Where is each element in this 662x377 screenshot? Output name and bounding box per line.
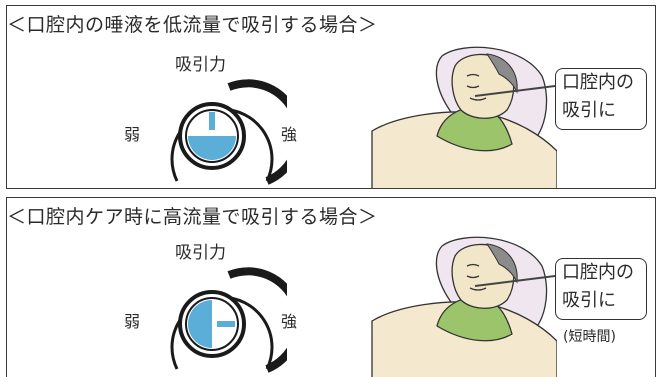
dial-arc-strong — [227, 79, 287, 185]
suction-power-label: 吸引力 — [175, 55, 226, 75]
callout-box: 口腔内の 吸引に — [555, 68, 647, 130]
dial-arc-strong — [227, 267, 287, 373]
dial-pointer — [209, 112, 215, 130]
panel-high-flow: ＜口腔内ケア時に高流量で吸引する場合＞ 吸引力 弱 強 口腔内の 吸引に (短時… — [6, 197, 656, 377]
patient-in-bed-illustration — [371, 236, 557, 377]
callout-line-2: 吸引に — [562, 290, 616, 311]
callout-line-1: 口腔内の — [562, 72, 634, 93]
suction-tube — [474, 85, 556, 97]
mouth — [469, 97, 487, 101]
hair — [485, 243, 518, 284]
closed-eye — [466, 73, 480, 89]
hair — [485, 53, 518, 94]
weak-label: 弱 — [124, 312, 141, 331]
dial-fill-high — [188, 300, 212, 348]
callout-line-1: 口腔内の — [562, 262, 634, 283]
suction-dial-icon — [170, 79, 287, 185]
panel-low-flow: ＜口腔内の唾液を低流量で吸引する場合＞ 吸引力 弱 強 口腔内の 吸引に — [6, 5, 656, 189]
patient-in-bed-illustration — [371, 46, 557, 188]
strong-label: 強 — [281, 312, 298, 331]
strong-label: 強 — [281, 125, 298, 144]
callout-box: 口腔内の 吸引に — [555, 258, 647, 320]
callout-line-2: 吸引に — [562, 100, 616, 121]
suction-dial-icon — [170, 267, 287, 373]
panel-title: ＜口腔内の唾液を低流量で吸引する場合＞ — [7, 14, 378, 36]
dial-pointer — [217, 321, 235, 327]
closed-eye — [466, 263, 480, 279]
dial-fill-low — [188, 136, 236, 160]
duration-note: (短時間) — [563, 329, 616, 345]
panel-title: ＜口腔内ケア時に高流量で吸引する場合＞ — [7, 206, 378, 228]
suction-tube — [474, 275, 556, 287]
mouth — [469, 287, 487, 291]
suction-power-label: 吸引力 — [175, 243, 226, 263]
weak-label: 弱 — [124, 125, 141, 144]
